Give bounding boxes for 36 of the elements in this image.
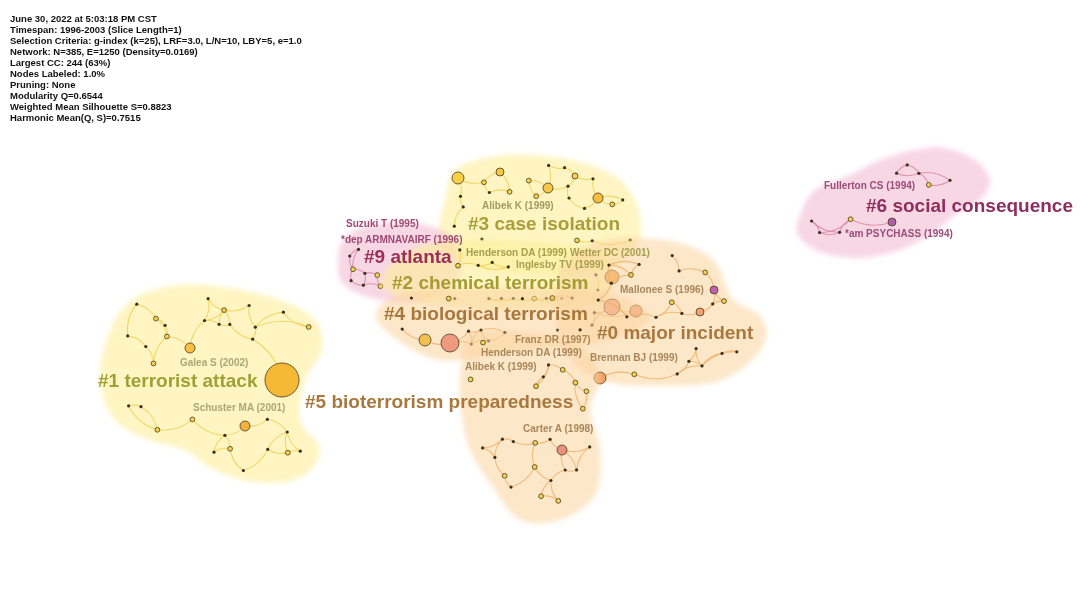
cluster-region <box>95 282 325 485</box>
info-text: Selection Criteria: g-index (k=25), LRF=3.0, L/N=10, LBY=5, e=1.0 <box>10 36 302 47</box>
cluster-label: #9 atlanta <box>364 246 452 268</box>
info-text: Modularity Q=0.6544 <box>10 91 103 102</box>
cluster-region <box>795 145 1076 261</box>
reference-label: Henderson DA (1999) <box>466 246 567 259</box>
reference-label: Mallonee S (1996) <box>620 284 704 296</box>
cluster-label: #0 major incident <box>597 322 754 344</box>
cluster-label: #5 bioterrorism preparedness <box>305 391 574 413</box>
cluster-label: #2 chemical terrorism <box>392 272 589 294</box>
reference-label: Alibek K (1999) <box>482 200 554 212</box>
reference-label: Galea S (2002) <box>180 357 249 369</box>
cluster-label: #1 terrorist attack <box>98 370 258 392</box>
info-text: Timespan: 1996-2003 (Slice Length=1) <box>10 25 182 36</box>
cluster-label: #3 case isolation <box>468 213 621 235</box>
reference-label: Alibek K (1999) <box>465 361 537 373</box>
info-text: Pruning: None <box>10 80 76 91</box>
reference-label: Henderson DA (1999) <box>481 347 582 359</box>
reference-label: Inglesby TV (1999) <box>516 259 604 271</box>
info-text: Weighted Mean Silhouette S=0.8823 <box>10 102 172 113</box>
info-text: Largest CC: 244 (63%) <box>10 58 111 69</box>
reference-label: Brennan BJ (1999) <box>590 352 678 364</box>
reference-label: Suzuki T (1995) <box>346 218 419 230</box>
reference-label: Schuster MA (2001) <box>193 402 286 414</box>
reference-label: *dep ARMNAVAIRF (1996) <box>341 233 463 246</box>
reference-label: Wetter DC (2001) <box>570 246 650 259</box>
info-text: Nodes Labeled: 1.0% <box>10 69 106 80</box>
info-text: Harmonic Mean(Q, S)=0.7515 <box>10 113 141 124</box>
reference-label: Franz DR (1997) <box>515 334 591 346</box>
cluster-label: #6 social consequence <box>866 195 1073 217</box>
cluster-label: #4 biological terrorism <box>384 303 588 325</box>
info-text: Network: N=385, E=1250 (Density=0.0169) <box>10 47 198 58</box>
reference-label: Carter A (1998) <box>523 423 594 435</box>
reference-label: *am PSYCHASS (1994) <box>845 228 953 240</box>
reference-label: Fullerton CS (1994) <box>824 180 916 192</box>
info-text: June 30, 2022 at 5:03:18 PM CST <box>10 14 157 25</box>
